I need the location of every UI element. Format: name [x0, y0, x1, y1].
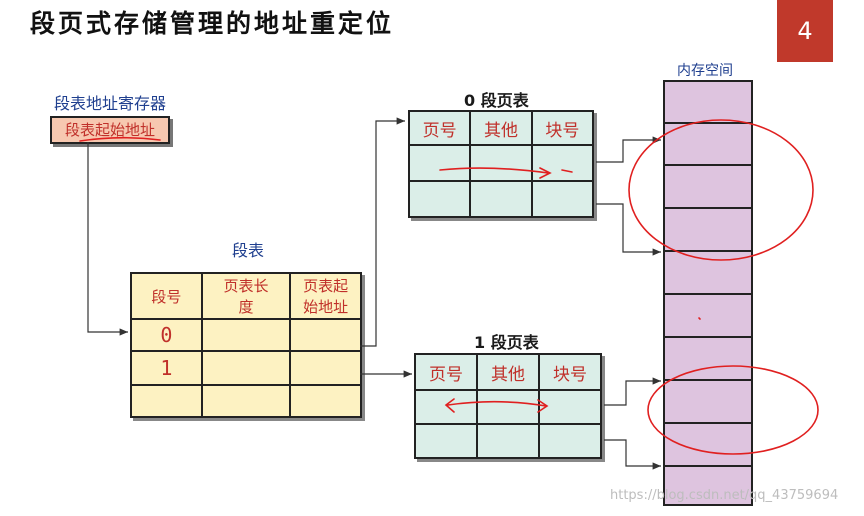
annotation-underline — [79, 136, 161, 142]
table-cell — [200, 384, 292, 418]
memory-divider — [665, 164, 751, 166]
annotation-mark — [561, 169, 573, 173]
page-table-0-title: 0 段页表 — [464, 91, 529, 110]
table-cell: 1 — [130, 350, 203, 386]
register-to-segment-arrow — [87, 142, 128, 336]
annotation-arrow — [439, 167, 552, 179]
pagetable0-row2-to-memory-arrow — [596, 203, 661, 256]
table-cell — [407, 144, 472, 182]
memory-divider — [665, 465, 751, 467]
pagetable1-row1-to-memory-arrow — [604, 377, 661, 406]
page-table-header: 块号 — [538, 353, 602, 391]
memory-divider — [665, 250, 751, 252]
table-cell — [476, 423, 540, 459]
memory-divider — [665, 293, 751, 295]
page-table-header: 页号 — [407, 110, 472, 146]
memory-divider — [665, 207, 751, 209]
header-line: 段号 — [151, 287, 182, 306]
annotation-circle — [628, 119, 814, 261]
table-row — [407, 144, 595, 182]
table-row: 1 — [130, 350, 362, 386]
pagetable1-row2-to-memory-arrow — [604, 439, 661, 470]
table-cell — [289, 350, 362, 386]
page-table-header: 页号 — [414, 353, 478, 391]
table-cell — [289, 384, 362, 418]
table-row — [130, 384, 362, 418]
header-line: 度 — [238, 298, 254, 316]
header-line: 页表起 — [303, 277, 349, 295]
page-table-header: 块号 — [530, 110, 595, 146]
segment-table-header: 页表长度 — [200, 272, 292, 320]
page-table-1-title: 1 段页表 — [474, 333, 539, 352]
table-cell: 0 — [130, 318, 203, 352]
segment-table-title: 段表 — [232, 241, 265, 260]
table-cell — [407, 180, 472, 218]
register-label: 段表地址寄存器 — [54, 94, 167, 113]
segment-table: 段号 页表长度 页表起始地址 0 1 — [130, 272, 362, 418]
table-cell — [130, 384, 203, 418]
table-row — [414, 389, 602, 425]
page-table-header: 其他 — [469, 110, 533, 146]
memory-divider — [665, 122, 751, 124]
header-line: 页表长 — [223, 277, 269, 295]
slide-number: 4 — [777, 0, 833, 62]
page-table-header: 其他 — [476, 353, 540, 391]
memory-column — [663, 80, 753, 506]
table-cell — [200, 350, 292, 386]
page-title: 段页式存储管理的地址重定位 — [30, 9, 395, 38]
table-row — [407, 180, 595, 218]
header-line: 始地址 — [303, 298, 349, 316]
table-cell — [530, 144, 595, 182]
annotation-dot — [698, 317, 701, 320]
table-cell — [414, 423, 478, 459]
table-cell — [469, 144, 533, 182]
memory-title: 内存空间 — [677, 63, 733, 79]
page-table-0: 页号 其他 块号 — [407, 110, 595, 218]
table-row — [414, 423, 602, 459]
table-cell — [289, 318, 362, 352]
annotation-circle — [647, 365, 819, 455]
table-cell — [476, 389, 540, 425]
segment-table-header: 页表起始地址 — [289, 272, 362, 320]
segment0-to-pagetable0-arrow — [360, 117, 405, 347]
watermark: https://blog.csdn.net/qq_43759694 — [610, 488, 839, 503]
memory-divider — [665, 379, 751, 381]
table-cell — [414, 389, 478, 425]
memory-divider — [665, 336, 751, 338]
pagetable0-row1-to-memory-arrow — [596, 136, 661, 163]
table-cell — [469, 180, 533, 218]
page-table-1: 页号 其他 块号 — [414, 353, 602, 459]
memory-divider — [665, 422, 751, 424]
table-cell — [538, 389, 602, 425]
table-cell — [538, 423, 602, 459]
table-cell — [200, 318, 292, 352]
table-cell — [530, 180, 595, 218]
annotation-double-arrow — [444, 398, 549, 413]
table-row: 0 — [130, 318, 362, 352]
segment-table-header: 段号 — [130, 272, 203, 320]
register-box: 段表起始地址 — [50, 116, 170, 144]
